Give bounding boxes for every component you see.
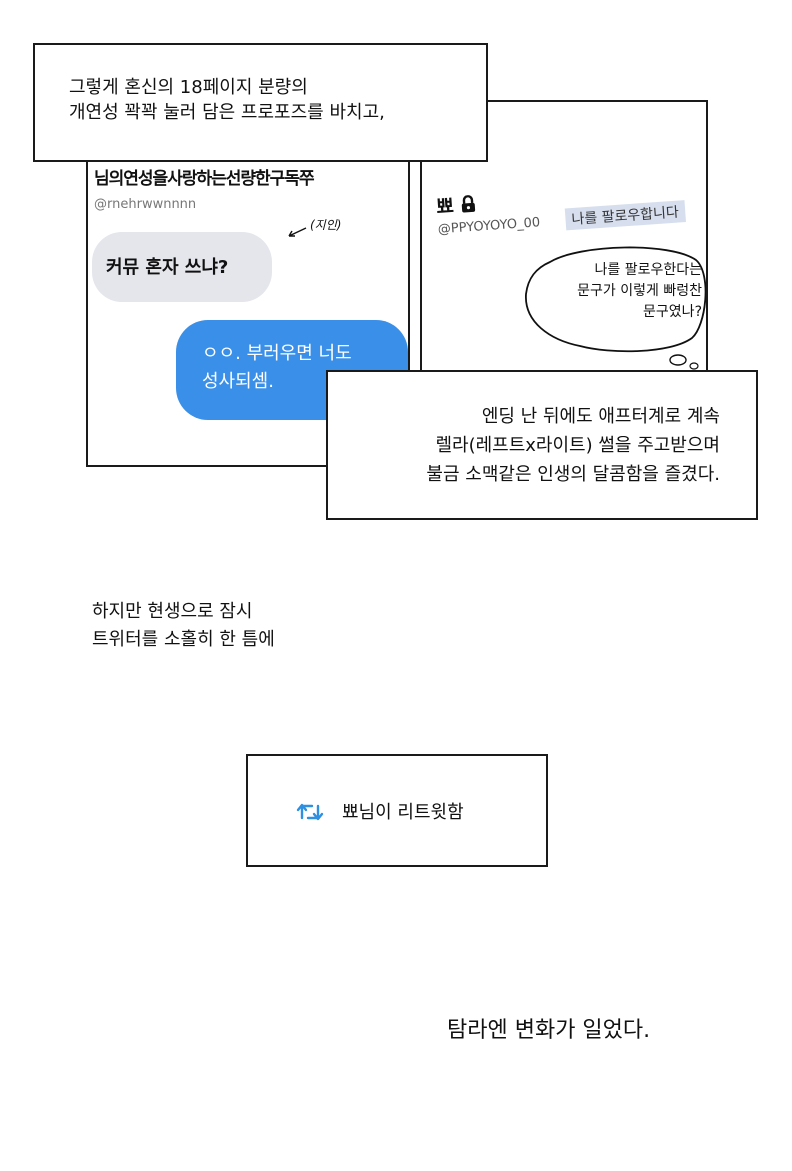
caption-box-middle: 엔딩 난 뒤에도 애프터계로 계속 렐라(레프트x라이트) 썰을 주고받으며 불… (326, 370, 758, 520)
follows-you-badge: 나를 팔로우합니다 (564, 200, 686, 231)
profile-name: 뾰 (435, 190, 477, 220)
thought-bubble (525, 246, 706, 370)
narration-text: 하지만 현생으로 잠시 트위터를 소홀히 한 틈에 (92, 601, 275, 650)
ending-text: 탐라엔 변화가 일었다. (447, 1018, 651, 1043)
retweet-label: 뾰님이 리트윗함 (342, 802, 464, 823)
lock-icon (461, 194, 476, 213)
aside-note: (지인) (310, 218, 342, 232)
dm-panel: 님의연성을사랑하는선량한구독쭈 @rnehrwwnnnn (지인) 커뮤 혼자 … (86, 120, 410, 467)
thought-text: 나를 팔로우한다는 문구가 이렇게 빠렁찬 문구였나? (577, 262, 702, 320)
caption-middle-text: 엔딩 난 뒤에도 애프터계로 계속 렐라(레프트x라이트) 썰을 주고받으며 불… (426, 406, 720, 485)
caption-top-text: 그렇게 혼신의 18페이지 분량의 개연성 꽉꽉 눌러 담은 프로포즈를 바치고… (69, 77, 385, 123)
dm-account-handle: @rnehrwwnnnn (94, 197, 197, 212)
profile-handle: @PPYOYOYO_00 (437, 215, 541, 238)
retweet-icon (296, 803, 324, 821)
arrow-icon (288, 227, 307, 237)
received-message-bubble: 커뮤 혼자 쓰냐? (92, 232, 272, 302)
caption-box-top: 그렇게 혼신의 18페이지 분량의 개연성 꽉꽉 눌러 담은 프로포즈를 바치고… (33, 43, 488, 162)
retweet-notice: 뾰님이 리트윗함 (246, 754, 548, 867)
profile-name-text: 뾰 (435, 195, 455, 219)
dm-account-name: 님의연성을사랑하는선량한구독쭈 (94, 169, 315, 189)
